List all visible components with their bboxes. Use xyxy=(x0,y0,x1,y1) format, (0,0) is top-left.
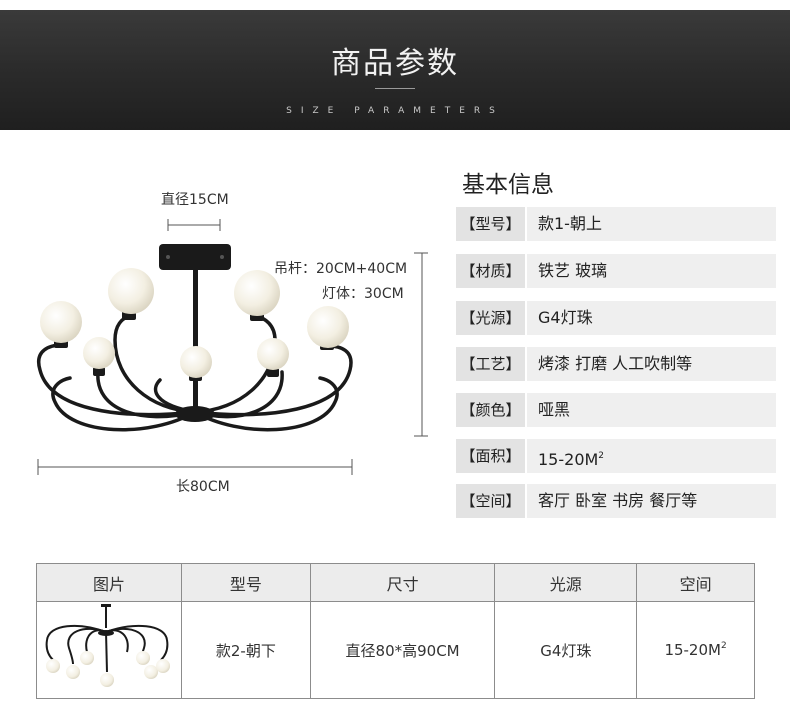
table-header: 图片 xyxy=(36,563,182,602)
info-row-space: 【空间】 客厅 卧室 书房 餐厅等 xyxy=(456,484,776,518)
product-thumbnail-cell xyxy=(36,601,182,699)
table-header: 尺寸 xyxy=(309,563,496,602)
info-row-material: 【材质】 铁艺 玻璃 xyxy=(456,254,776,288)
info-row-light-source: 【光源】 G4灯珠 xyxy=(456,301,776,335)
length-label: 长80CM xyxy=(176,479,230,495)
table-header: 光源 xyxy=(494,563,638,602)
space-superscript: 2 xyxy=(720,641,727,651)
chandelier-image xyxy=(36,219,428,475)
table-header: 型号 xyxy=(180,563,311,602)
area-superscript: 2 xyxy=(598,451,605,461)
info-value: 客厅 卧室 书房 餐厅等 xyxy=(527,484,776,518)
header-banner: 商品参数 SIZE PARAMETERS xyxy=(0,10,790,130)
model-cell: 款2-朝下 xyxy=(180,601,311,699)
info-value: 15-20M2 xyxy=(527,439,776,473)
info-label: 【型号】 xyxy=(456,207,525,241)
space-value: 15-20M xyxy=(664,641,721,659)
info-row-model: 【型号】 款1-朝上 xyxy=(456,207,776,241)
chandelier-thumbnail xyxy=(45,604,170,687)
info-row-area: 【面积】 15-20M2 xyxy=(456,439,776,473)
info-label: 【颜色】 xyxy=(456,393,525,427)
space-cell: 15-20M2 xyxy=(636,601,755,699)
info-label: 【材质】 xyxy=(456,254,525,288)
info-value: 哑黑 xyxy=(527,393,776,427)
info-row-craft: 【工艺】 烤漆 打磨 人工吹制等 xyxy=(456,347,776,381)
basic-info-title: 基本信息 xyxy=(462,172,554,198)
body-height-label: 灯体：30CM xyxy=(322,286,404,302)
diameter-label: 直径15CM xyxy=(161,192,229,208)
table-header: 空间 xyxy=(636,563,755,602)
area-value: 15-20M xyxy=(538,450,599,469)
table-row: 款2-朝下 直径80*高90CM G4灯珠 15-20M2 xyxy=(36,601,755,699)
title-divider xyxy=(375,88,415,89)
rod-length-label: 吊杆：20CM+40CM xyxy=(274,261,408,277)
info-value: 款1-朝上 xyxy=(527,207,776,241)
info-row-color: 【颜色】 哑黑 xyxy=(456,393,776,427)
info-value: 烤漆 打磨 人工吹制等 xyxy=(527,347,776,381)
table-header-row: 图片 型号 尺寸 光源 空间 xyxy=(36,563,755,602)
page-subtitle: SIZE PARAMETERS xyxy=(286,106,504,116)
info-label: 【光源】 xyxy=(456,301,525,335)
spec-table: 图片 型号 尺寸 光源 空间 xyxy=(36,563,755,699)
info-label: 【面积】 xyxy=(456,439,525,473)
size-cell: 直径80*高90CM xyxy=(309,601,496,699)
light-source-cell: G4灯珠 xyxy=(494,601,638,699)
info-label: 【空间】 xyxy=(456,484,525,518)
page-title: 商品参数 xyxy=(331,46,459,81)
info-value: 铁艺 玻璃 xyxy=(527,254,776,288)
info-value: G4灯珠 xyxy=(527,301,776,335)
info-label: 【工艺】 xyxy=(456,347,525,381)
